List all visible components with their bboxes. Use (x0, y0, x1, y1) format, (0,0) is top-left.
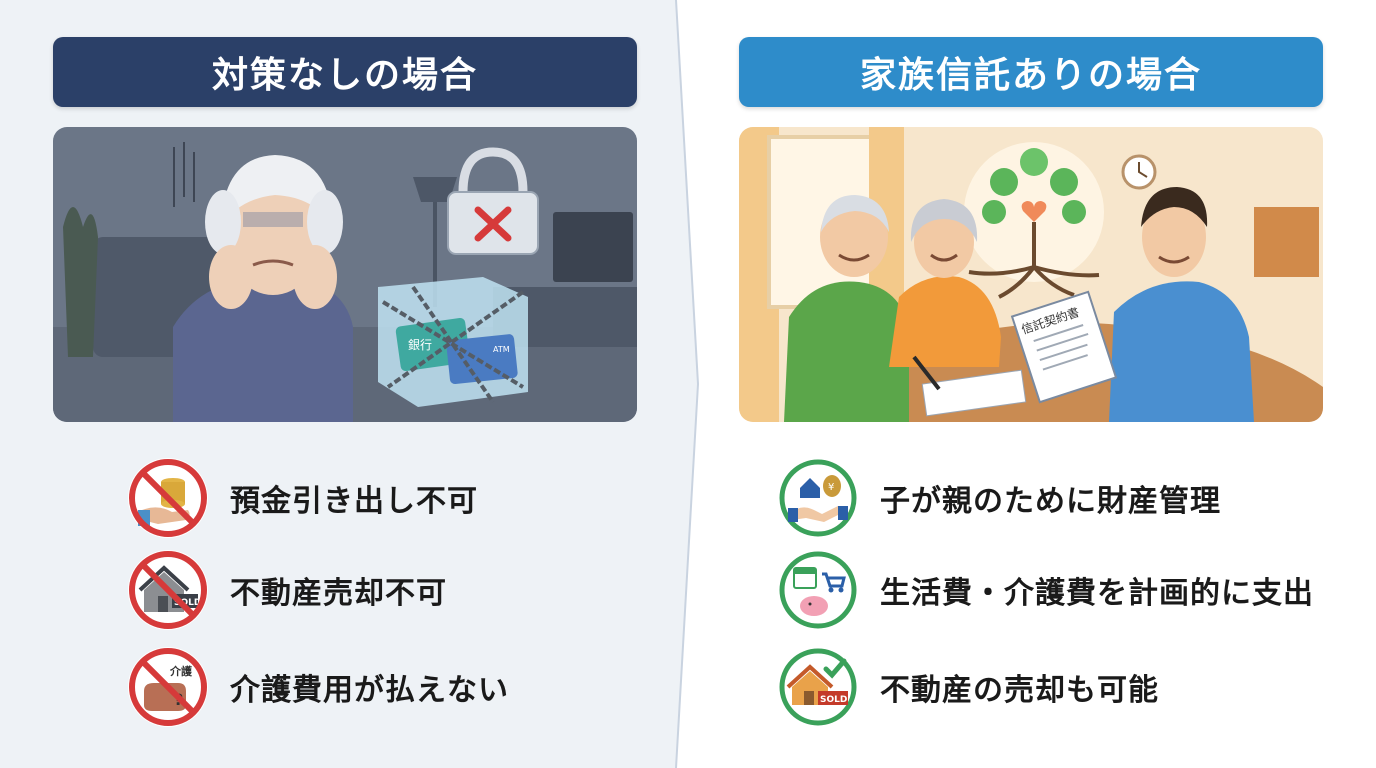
house-sold-prohibited-icon: SOLD (128, 550, 208, 630)
signing-paper (912, 355, 1027, 417)
left-title-bar: 対策なしの場合 (53, 37, 637, 107)
left-item-0: 預金引き出し不可 (128, 455, 478, 541)
left-item-label: 介護費用が払えない (230, 673, 509, 708)
elderly-man (784, 195, 909, 422)
right-illustration: 信託契約書 (739, 127, 1323, 422)
right-title-bar: 家族信託ありの場合 (739, 37, 1323, 107)
sold-icon-text: SOLD (820, 695, 847, 705)
money-hand-prohibited-icon (128, 458, 208, 538)
left-item-1: SOLD 不動産売却不可 (128, 547, 447, 633)
right-item-0: ¥ 子が親のために財産管理 (778, 455, 1221, 541)
care-icon-text: 介護 (169, 664, 193, 678)
trust-document: 信託契約書 (1010, 290, 1118, 404)
worried-elderly-woman (173, 142, 353, 422)
elderly-woman (889, 199, 1001, 367)
frozen-cards: 銀行 ATM (378, 277, 528, 407)
son (1109, 187, 1254, 422)
right-item-2: SOLD 不動産の売却も可能 (778, 644, 1159, 730)
right-item-label: 生活費・介護費を計画的に支出 (880, 576, 1314, 611)
care-wallet-prohibited-icon: ? 介護 (128, 647, 208, 727)
left-illustration: 銀行 ATM (53, 127, 637, 422)
right-item-label: 子が親のために財産管理 (880, 484, 1221, 519)
calendar-cart-piggy-icon (778, 550, 858, 630)
left-item-2: ? 介護 介護費用が払えない (128, 644, 509, 730)
handshake-house-icon: ¥ (778, 458, 858, 538)
right-title: 家族信託ありの場合 (859, 55, 1202, 96)
house-sold-check-icon: SOLD (778, 647, 858, 727)
family-tree-heart-icon (964, 142, 1104, 299)
right-item-label: 不動産の売却も可能 (880, 673, 1159, 708)
left-item-label: 不動産売却不可 (230, 576, 447, 611)
left-item-label: 預金引き出し不可 (230, 484, 478, 519)
card-text-2: ATM (493, 345, 510, 354)
left-title: 対策なしの場合 (211, 55, 478, 96)
divider-arrow (660, 0, 700, 768)
card-text-1: 銀行 (408, 338, 432, 352)
svg-text:SOLD: SOLD (174, 598, 201, 608)
right-item-1: 生活費・介護費を計画的に支出 (778, 547, 1314, 633)
lock-x-icon (447, 147, 539, 255)
svg-text:¥: ¥ (828, 482, 834, 493)
